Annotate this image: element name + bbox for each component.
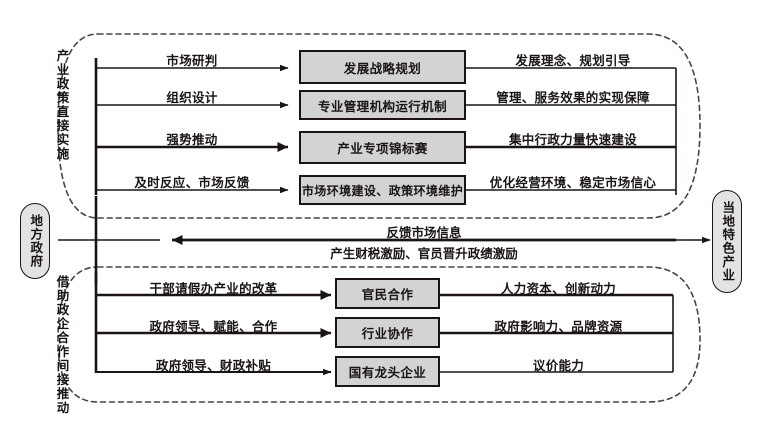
feedback-label-above: 反馈市场信息 [386,226,462,240]
group-boundary-indirect [57,266,701,403]
node-label: 国有龙头企业 [348,366,427,380]
actor-left-label: 地方政府 [28,214,43,268]
edge-label-bottom-left-2: 政府领导、财政补贴 [155,359,272,373]
edge-label-top-right-2: 集中行政力量快速建设 [508,133,637,147]
feedback-label-below: 产生财税激励、官员晋升政绩激励 [330,247,518,261]
edge-label-top-left-1: 组织设计 [166,91,218,105]
node-professional-management[interactable]: 专业管理机构运行机制 [299,90,466,120]
node-label: 专业管理机构运行机制 [317,99,447,114]
edge-label-bottom-left-1: 政府领导、赋能、合作 [149,320,278,334]
edge-label-bottom-right-1: 政府影响力、品牌资源 [494,320,623,334]
node-label: 行业协作 [361,327,414,341]
group-label-indirect: 借助政企合作间接推动 [54,275,69,415]
edge-label-top-left-2: 强势推动 [166,133,218,147]
bottom-right-connectors [440,293,674,373]
node-label: 市场环境建设、政策环境维护 [301,183,464,198]
edge-label-bottom-right-2: 议价能力 [532,359,585,373]
node-development-strategy[interactable]: 发展战略规划 [299,50,466,84]
edge-label-top-right-3: 优化经营环境、稳定市场信心 [489,176,657,190]
top-left-connectors [94,58,289,195]
node-market-environment[interactable]: 市场环境建设、政策环境维护 [299,175,466,205]
top-right-connectors [466,67,711,244]
node-state-owned-leader[interactable]: 国有龙头企业 [335,356,440,387]
edge-label-top-left-3: 及时反应、市场反馈 [134,176,250,190]
node-public-private-cooperation[interactable]: 官民合作 [335,278,440,309]
actor-right-industry[interactable]: 当地特色产业 [712,190,742,293]
actor-left-government[interactable]: 地方政府 [20,203,50,279]
edge-label-top-right-1: 管理、服务效果的实现保障 [496,91,650,105]
group-label-direct: 产业政策直接实施 [54,49,69,161]
group-boundary-direct [57,33,701,219]
node-industry-collaboration[interactable]: 行业协作 [335,317,440,348]
node-label: 官民合作 [361,288,414,302]
edge-label-bottom-right-0: 人力资本、创新动力 [500,282,617,296]
edge-label-top-left-0: 市场研判 [166,54,218,68]
node-industry-tournament[interactable]: 产业专项锦标赛 [299,131,466,164]
edge-label-top-right-0: 发展理念、规划引导 [515,54,631,68]
actor-right-label: 当地特色产业 [720,201,735,282]
node-label: 产业专项锦标赛 [337,142,428,156]
node-label: 发展战略规划 [343,61,422,76]
edge-label-bottom-left-0: 干部请假办产业的改革 [149,282,278,296]
bottom-left-connectors [94,272,332,376]
